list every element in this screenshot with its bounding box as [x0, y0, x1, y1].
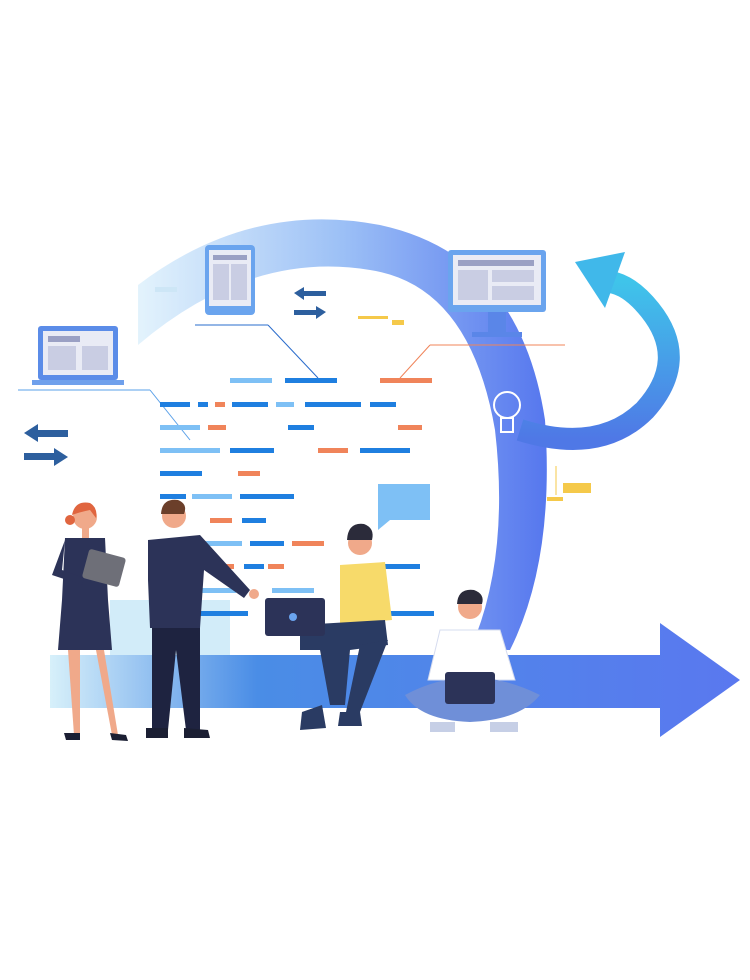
code-line: [200, 541, 242, 546]
code-line: [272, 588, 314, 593]
code-line: [192, 494, 232, 499]
code-line: [210, 518, 232, 523]
code-line: [230, 448, 274, 453]
code-line: [398, 425, 422, 430]
code-line: [250, 541, 284, 546]
code-line: [370, 402, 396, 407]
code-line: [230, 378, 272, 383]
code-line: [160, 425, 200, 430]
man-cross-legged: [405, 589, 540, 732]
process-arc: [138, 219, 547, 650]
code-line: [160, 402, 190, 407]
code-line: [244, 564, 264, 569]
code-line: [238, 471, 260, 476]
code-line: [198, 402, 208, 407]
laptop-icon: [18, 326, 191, 441]
code-line: [242, 518, 266, 523]
man-pointing: [146, 499, 259, 738]
monitor-icon: [399, 250, 565, 379]
code-line: [160, 494, 186, 499]
woman-with-tablet: [52, 502, 128, 741]
code-line: [285, 378, 337, 383]
code-line: [240, 494, 294, 499]
code-line: [288, 425, 314, 430]
code-line: [380, 378, 432, 383]
code-line: [380, 564, 420, 569]
code-line: [292, 541, 324, 546]
speech-bubble-icon: [378, 484, 430, 530]
code-line: [200, 588, 236, 593]
code-line: [318, 448, 348, 453]
tablet-icon: [195, 245, 319, 379]
code-line: [360, 448, 410, 453]
cycle-arrow-icon: [516, 252, 680, 450]
note-decoration: [155, 287, 591, 501]
code-line: [215, 402, 225, 407]
code-line: [160, 448, 220, 453]
code-line: [200, 611, 248, 616]
lightbulb-icon: [493, 391, 521, 433]
code-line: [305, 402, 361, 407]
code-line: [276, 402, 294, 407]
code-line: [208, 425, 226, 430]
code-line: [268, 564, 284, 569]
arrows-exchange-icon: [24, 287, 326, 466]
code-line: [232, 402, 268, 407]
code-line: [160, 471, 202, 476]
code-line: [390, 611, 434, 616]
man-sitting-laptop: [265, 523, 392, 730]
